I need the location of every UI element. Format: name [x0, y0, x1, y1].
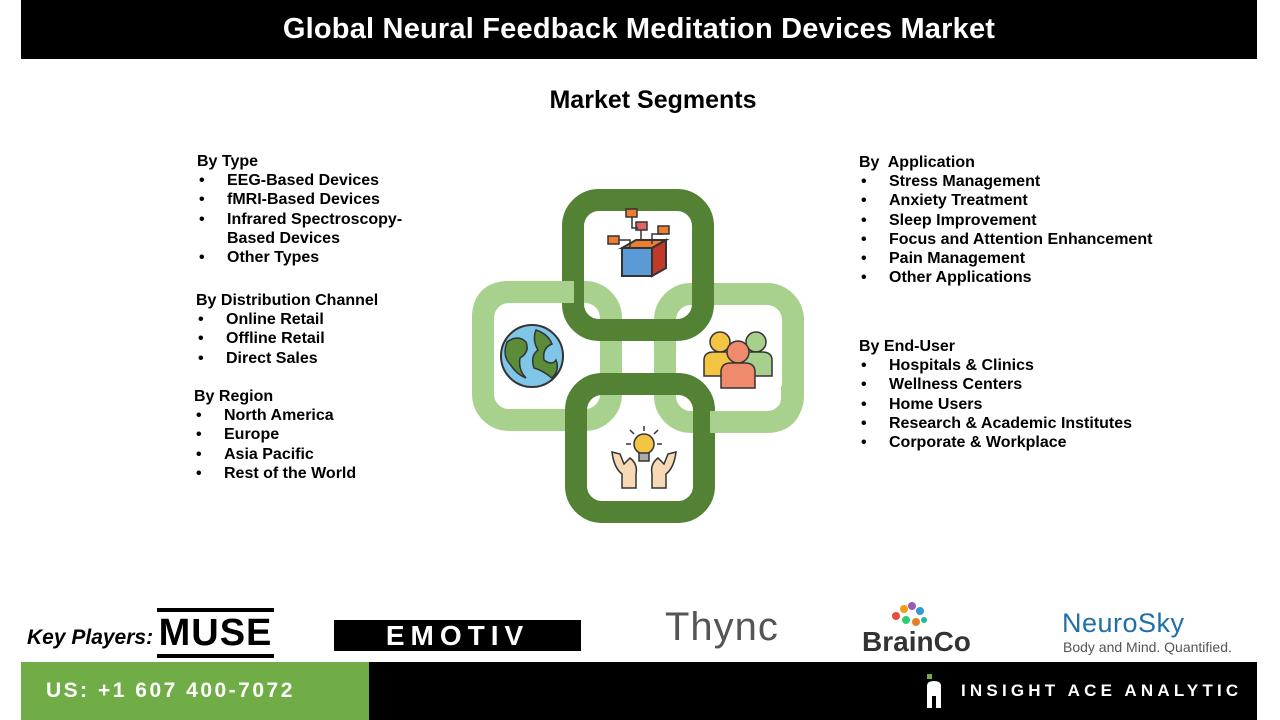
globe-icon	[500, 324, 564, 388]
top-square-frame	[562, 189, 714, 341]
brand-name: INSIGHT ACE ANALYTIC	[961, 681, 1243, 700]
insight-ace-logo-icon	[927, 674, 941, 708]
segment-item: Wellness Centers	[859, 375, 1132, 394]
segment-title: By Distribution Channel	[196, 292, 379, 309]
insight-ace-brand: INSIGHT ACE ANALYTIC	[925, 672, 1242, 710]
segment-item: EEG-Based Devices	[197, 171, 427, 190]
section-subtitle: Market Segments	[549, 86, 757, 114]
segment-title: By End-User	[859, 338, 956, 355]
segment-title: By Application	[859, 154, 975, 171]
muse-logo: MUSE	[157, 608, 274, 658]
segment-by-type: By Type EEG-Based Devices fMRI-Based Dev…	[197, 152, 427, 267]
segment-item: Hospitals & Clinics	[859, 356, 1132, 375]
segment-by-application: By Application Stress Management Anxiety…	[859, 153, 1152, 288]
brainco-dots-icon	[892, 602, 927, 626]
segment-item: Direct Sales	[196, 349, 378, 368]
segment-by-end-user: By End-User Hospitals & Clinics Wellness…	[859, 337, 1132, 452]
segment-item: Other Applications	[859, 268, 1152, 287]
page-title: Global Neural Feedback Meditation Device…	[282, 13, 996, 45]
segment-title: By Region	[194, 388, 274, 405]
segment-item: Corporate & Workplace	[859, 433, 1132, 452]
segments-graphic	[472, 189, 804, 523]
segment-item: Infrared Spectroscopy-Based Devices	[197, 210, 427, 248]
segment-item: Asia Pacific	[194, 445, 356, 464]
idea-hands-icon	[611, 426, 677, 489]
neurosky-name: NeuroSky	[1062, 608, 1185, 638]
network-cube-icon	[607, 208, 670, 278]
segment-item: Online Retail	[196, 310, 378, 329]
segment-item: Sleep Improvement	[859, 211, 1152, 230]
segment-item: Offline Retail	[196, 329, 378, 348]
segment-item: Focus and Attention Enhancement	[859, 230, 1152, 249]
contact-phone: US: +1 607 400-7072	[21, 662, 369, 720]
neurosky-logo: NeuroSky Body and Mind. Quantified.	[1062, 608, 1252, 658]
segment-item: Stress Management	[859, 172, 1152, 191]
neurosky-tagline: Body and Mind. Quantified.	[1063, 639, 1232, 655]
segment-by-region: By Region North America Europe Asia Paci…	[194, 387, 356, 483]
segment-item: fMRI-Based Devices	[197, 190, 427, 209]
key-players-label: Key Players:	[27, 626, 154, 649]
segment-item: Anxiety Treatment	[859, 191, 1152, 210]
segment-title: By Type	[197, 153, 259, 170]
segment-item: Europe	[194, 425, 356, 444]
segment-item: Home Users	[859, 395, 1132, 414]
people-icon	[703, 331, 773, 389]
segment-item: Other Types	[197, 248, 427, 267]
segment-item: Rest of the World	[194, 464, 356, 483]
brainco-text: BrainCo	[862, 626, 971, 657]
emotiv-logo: EMOTIV	[334, 620, 581, 651]
segment-by-distribution-channel: By Distribution Channel Online Retail Of…	[196, 291, 378, 368]
segment-item: Pain Management	[859, 249, 1152, 268]
segment-item: Research & Academic Institutes	[859, 414, 1132, 433]
thync-logo: Thync	[665, 605, 779, 649]
bottom-square-frame	[565, 373, 715, 523]
brainco-logo: BrainCo	[862, 602, 982, 658]
segment-item: North America	[194, 406, 356, 425]
title-bar: Global Neural Feedback Meditation Device…	[21, 0, 1257, 59]
